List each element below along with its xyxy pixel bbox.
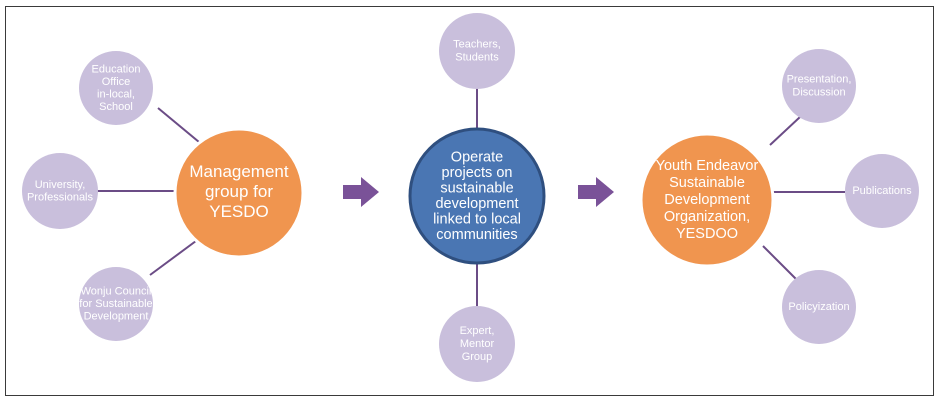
- connector-right-top: [769, 116, 801, 146]
- hub-yesdoo-label-line: YESDOO: [676, 226, 738, 242]
- satellite-education-office-label-line: in-local,: [97, 88, 135, 100]
- satellite-publications: Publications: [845, 154, 919, 228]
- satellite-expert-mentor-label-line: Mentor: [460, 338, 495, 350]
- satellite-education-office-label-line: Office: [102, 76, 131, 88]
- connector-lines: [95, 87, 845, 309]
- satellite-university: University,Professionals: [22, 153, 98, 229]
- hub-management-group-label-line: group for: [205, 182, 273, 201]
- hub-operate-projects-circle: [408, 127, 546, 265]
- arrow-right-icon-1: [343, 177, 379, 207]
- satellite-expert-mentor-circle: [439, 306, 515, 382]
- satellite-policyization-label-line: Policyization: [788, 301, 849, 313]
- hub-operate-projects-label-line: Operate: [451, 149, 503, 165]
- satellite-wonju-council-label-line: Wonju Council: [81, 285, 152, 297]
- hub-management-group-label-line: YESDO: [209, 202, 269, 221]
- satellite-expert-mentor-label-line: Expert,: [460, 325, 495, 337]
- satellite-wonju-council-label-line: Development: [84, 310, 149, 322]
- hub-management-group-label-line: Management: [189, 162, 289, 181]
- satellite-university-label: University,Professionals: [27, 179, 94, 204]
- hub-yesdoo-label-line: Development: [664, 192, 749, 208]
- hub-operate-projects-label-line: projects on: [442, 165, 513, 181]
- satellite-presentation-label: Presentation,Discussion: [787, 73, 852, 98]
- satellite-expert-mentor-label-line: Group: [462, 351, 493, 363]
- arrow-right-icon-2: [578, 177, 614, 207]
- satellite-publications-circle: [845, 154, 919, 228]
- satellite-education-office-label-line: School: [99, 101, 133, 113]
- satellite-policyization: Policyization: [782, 270, 856, 344]
- satellite-presentation-label-line: Discussion: [792, 86, 845, 98]
- satellite-university-label-line: Professionals: [27, 191, 94, 203]
- connector-right-bottom: [762, 245, 798, 281]
- connector-left-top: [157, 107, 206, 148]
- satellite-policyization-label: Policyization: [788, 301, 849, 313]
- satellite-university-label-line: University,: [35, 179, 86, 191]
- satellite-presentation-circle: [782, 49, 856, 123]
- hub-yesdoo-label-line: Youth Endeavor: [656, 158, 759, 174]
- hub-yesdoo-label-line: Sustainable: [669, 175, 745, 191]
- satellite-policyization-circle: [782, 270, 856, 344]
- satellite-university-circle: [22, 153, 98, 229]
- hub-operate-projects-label-line: development: [435, 196, 518, 212]
- satellite-presentation: Presentation,Discussion: [782, 49, 856, 123]
- hub-management-group-circle: [173, 127, 305, 259]
- hub-operate-projects-label-line: sustainable: [440, 180, 513, 196]
- connector-left-bottom: [149, 237, 201, 276]
- hub-yesdoo-label-line: Organization,: [664, 209, 750, 225]
- hub-operate-projects-label-line: linked to local: [433, 211, 521, 227]
- satellite-wonju-council-circle: [79, 267, 153, 341]
- satellite-publications-label-line: Publications: [852, 185, 912, 197]
- hub-operate-projects-label-line: communities: [436, 227, 517, 243]
- satellite-presentation-label-line: Presentation,: [787, 73, 852, 85]
- satellite-wonju-council-label-line: for Sustainable: [79, 298, 152, 310]
- satellite-education-office-label-line: Education: [92, 63, 141, 75]
- flow-arrows: [343, 177, 614, 207]
- satellite-publications-label: Publications: [852, 185, 912, 197]
- satellite-teachers-students-circle: [439, 13, 515, 89]
- satellite-teachers-students: Teachers,Students: [439, 13, 515, 89]
- hub-yesdoo-circle: [639, 132, 775, 268]
- satellite-teachers-students-label-line: Teachers,: [453, 38, 501, 50]
- satellite-teachers-students-label-line: Students: [455, 51, 499, 63]
- satellite-education-office-circle: [79, 51, 153, 125]
- satellite-teachers-students-label: Teachers,Students: [453, 38, 501, 63]
